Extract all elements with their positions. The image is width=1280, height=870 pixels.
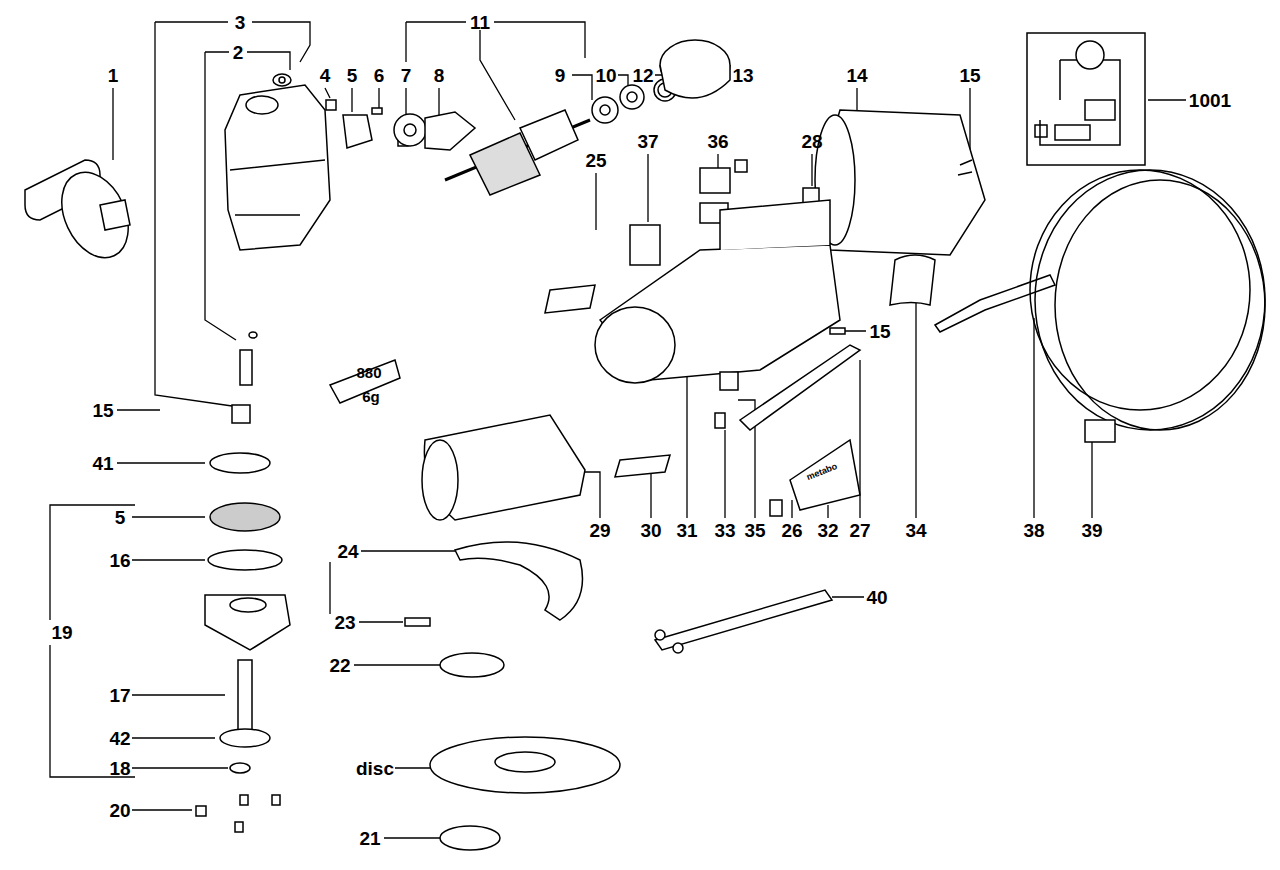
callout-number: 8 xyxy=(434,66,445,85)
callout-number: 23 xyxy=(334,613,355,632)
callout-number: 2 xyxy=(233,43,244,62)
callout-number: 34 xyxy=(905,521,926,540)
callout-number: 6g xyxy=(362,389,380,404)
callout-number: disc xyxy=(356,759,394,778)
callout-number: 36 xyxy=(707,132,728,151)
callout-number: 40 xyxy=(866,588,887,607)
callout-number: 11 xyxy=(470,13,490,32)
callout-number: 15 xyxy=(92,401,113,420)
callout-number: 33 xyxy=(714,521,735,540)
callout-number: 38 xyxy=(1023,521,1044,540)
callout-number: 27 xyxy=(849,521,870,540)
callout-number: 5 xyxy=(115,508,126,527)
callout-number: 37 xyxy=(637,132,658,151)
callout-number: 10 xyxy=(595,66,616,85)
callout-number: 4 xyxy=(320,66,331,85)
callout-number: 18 xyxy=(109,759,130,778)
callout-number: 39 xyxy=(1081,521,1102,540)
callout-number: 7 xyxy=(401,66,412,85)
callout-number: 26 xyxy=(781,521,802,540)
callout-number: 32 xyxy=(817,521,838,540)
callout-number: 30 xyxy=(640,521,661,540)
callout-number: 25 xyxy=(585,151,606,170)
callout-number: 28 xyxy=(801,132,822,151)
callout-number: 16 xyxy=(109,551,130,570)
callout-number: 9 xyxy=(555,66,566,85)
callout-number: 17 xyxy=(109,686,130,705)
callout-number: 1001 xyxy=(1189,91,1231,110)
callout-number: 13 xyxy=(732,66,753,85)
callout-number: 41 xyxy=(92,454,113,473)
callout-number: 19 xyxy=(51,623,72,642)
callout-number: 21 xyxy=(359,829,380,848)
callout-number: 29 xyxy=(589,521,610,540)
callout-number: 6 xyxy=(374,66,385,85)
callout-number: 15 xyxy=(959,66,980,85)
callout-number: 3 xyxy=(235,13,246,32)
callout-number: 42 xyxy=(109,729,130,748)
callout-number: 5 xyxy=(347,66,358,85)
callout-number: 22 xyxy=(329,656,350,675)
callout-number: 14 xyxy=(846,66,867,85)
callout-number: 12 xyxy=(632,66,653,85)
callout-number: 20 xyxy=(109,801,130,820)
callout-number: 1 xyxy=(108,66,119,85)
callout-number: 15 xyxy=(869,322,890,341)
callout-number: 31 xyxy=(676,521,697,540)
callout-number: 880 xyxy=(356,365,381,380)
callout-number: 24 xyxy=(337,542,358,561)
callout-number: 35 xyxy=(744,521,765,540)
